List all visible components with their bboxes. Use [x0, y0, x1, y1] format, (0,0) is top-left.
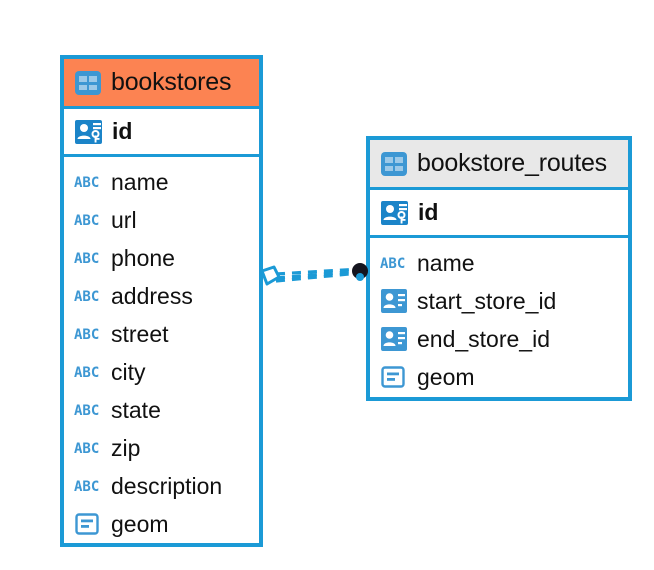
entity-header-bookstores[interactable]: bookstores: [64, 59, 259, 109]
field-row[interactable]: start_store_id: [370, 282, 628, 320]
primary-key-row[interactable]: id: [370, 190, 628, 238]
field-row[interactable]: ABC url: [64, 201, 259, 239]
field-row[interactable]: end_store_id: [370, 320, 628, 358]
field-label: name: [111, 168, 169, 195]
foreign-key-icon: [380, 326, 408, 352]
svg-text:ABC: ABC: [74, 327, 99, 343]
abc-icon: ABC: [74, 477, 102, 495]
svg-text:ABC: ABC: [380, 256, 405, 272]
field-label: state: [111, 396, 161, 423]
field-label: city: [111, 358, 146, 385]
field-label: zip: [111, 434, 141, 461]
field-label: geom: [111, 510, 169, 537]
svg-text:ABC: ABC: [74, 479, 99, 495]
abc-icon: ABC: [74, 287, 102, 305]
abc-icon: ABC: [74, 173, 102, 191]
abc-icon: ABC: [380, 254, 408, 272]
field-label: phone: [111, 244, 175, 271]
field-label: end_store_id: [417, 325, 550, 352]
entity-header-bookstore-routes[interactable]: bookstore_routes: [370, 140, 628, 190]
primary-key-icon: [380, 199, 410, 227]
field-label: address: [111, 282, 193, 309]
primary-key-row[interactable]: id: [64, 109, 259, 157]
svg-text:ABC: ABC: [74, 289, 99, 305]
foreign-key-icon: [380, 288, 408, 314]
field-label: start_store_id: [417, 287, 557, 314]
crows-foot-upper-line: [275, 267, 361, 276]
field-row[interactable]: ABC city: [64, 353, 259, 391]
abc-icon: ABC: [74, 439, 102, 457]
field-row[interactable]: ABC zip: [64, 429, 259, 467]
field-label: url: [111, 206, 137, 233]
primary-key-icon: [74, 118, 104, 146]
entity-table-bookstore-routes[interactable]: bookstore_routes id: [366, 136, 632, 401]
field-label: street: [111, 320, 169, 347]
relationship-connector[interactable]: [252, 240, 382, 310]
field-label: description: [111, 472, 223, 499]
field-row[interactable]: ABC name: [370, 244, 628, 282]
crows-foot-middle-line: [275, 269, 361, 280]
primary-key-label: id: [418, 199, 439, 225]
entity-table-bookstores[interactable]: bookstores id: [60, 55, 263, 547]
geom-icon: [380, 364, 408, 390]
svg-text:ABC: ABC: [74, 175, 99, 191]
field-row[interactable]: ABC address: [64, 277, 259, 315]
entity-title: bookstore_routes: [417, 149, 607, 177]
geom-icon: [74, 511, 102, 537]
field-row[interactable]: ABC street: [64, 315, 259, 353]
table-icon: [74, 70, 102, 96]
svg-text:ABC: ABC: [74, 251, 99, 267]
crows-foot-lower-line: [275, 271, 361, 283]
abc-icon: ABC: [74, 401, 102, 419]
svg-text:ABC: ABC: [74, 403, 99, 419]
field-label: name: [417, 249, 475, 276]
field-row[interactable]: ABC phone: [64, 239, 259, 277]
abc-icon: ABC: [74, 249, 102, 267]
field-row[interactable]: ABC state: [64, 391, 259, 429]
primary-key-label: id: [112, 118, 133, 144]
svg-text:ABC: ABC: [74, 441, 99, 457]
field-row[interactable]: ABC description: [64, 467, 259, 505]
entity-title: bookstores: [111, 68, 232, 96]
field-label: geom: [417, 363, 475, 390]
field-list-bookstore-routes: ABC name start_store_id: [370, 238, 628, 404]
field-row[interactable]: ABC name: [64, 163, 259, 201]
table-icon: [380, 151, 408, 177]
one-side-endpoint-accent: [356, 273, 364, 281]
svg-text:ABC: ABC: [74, 213, 99, 229]
svg-text:ABC: ABC: [74, 365, 99, 381]
crows-foot-many-marker: [260, 265, 281, 286]
field-list-bookstores: ABC name ABC url ABC p: [64, 157, 259, 551]
field-row[interactable]: geom: [64, 505, 259, 543]
abc-icon: ABC: [74, 211, 102, 229]
abc-icon: ABC: [74, 325, 102, 343]
abc-icon: ABC: [74, 363, 102, 381]
field-row[interactable]: geom: [370, 358, 628, 396]
